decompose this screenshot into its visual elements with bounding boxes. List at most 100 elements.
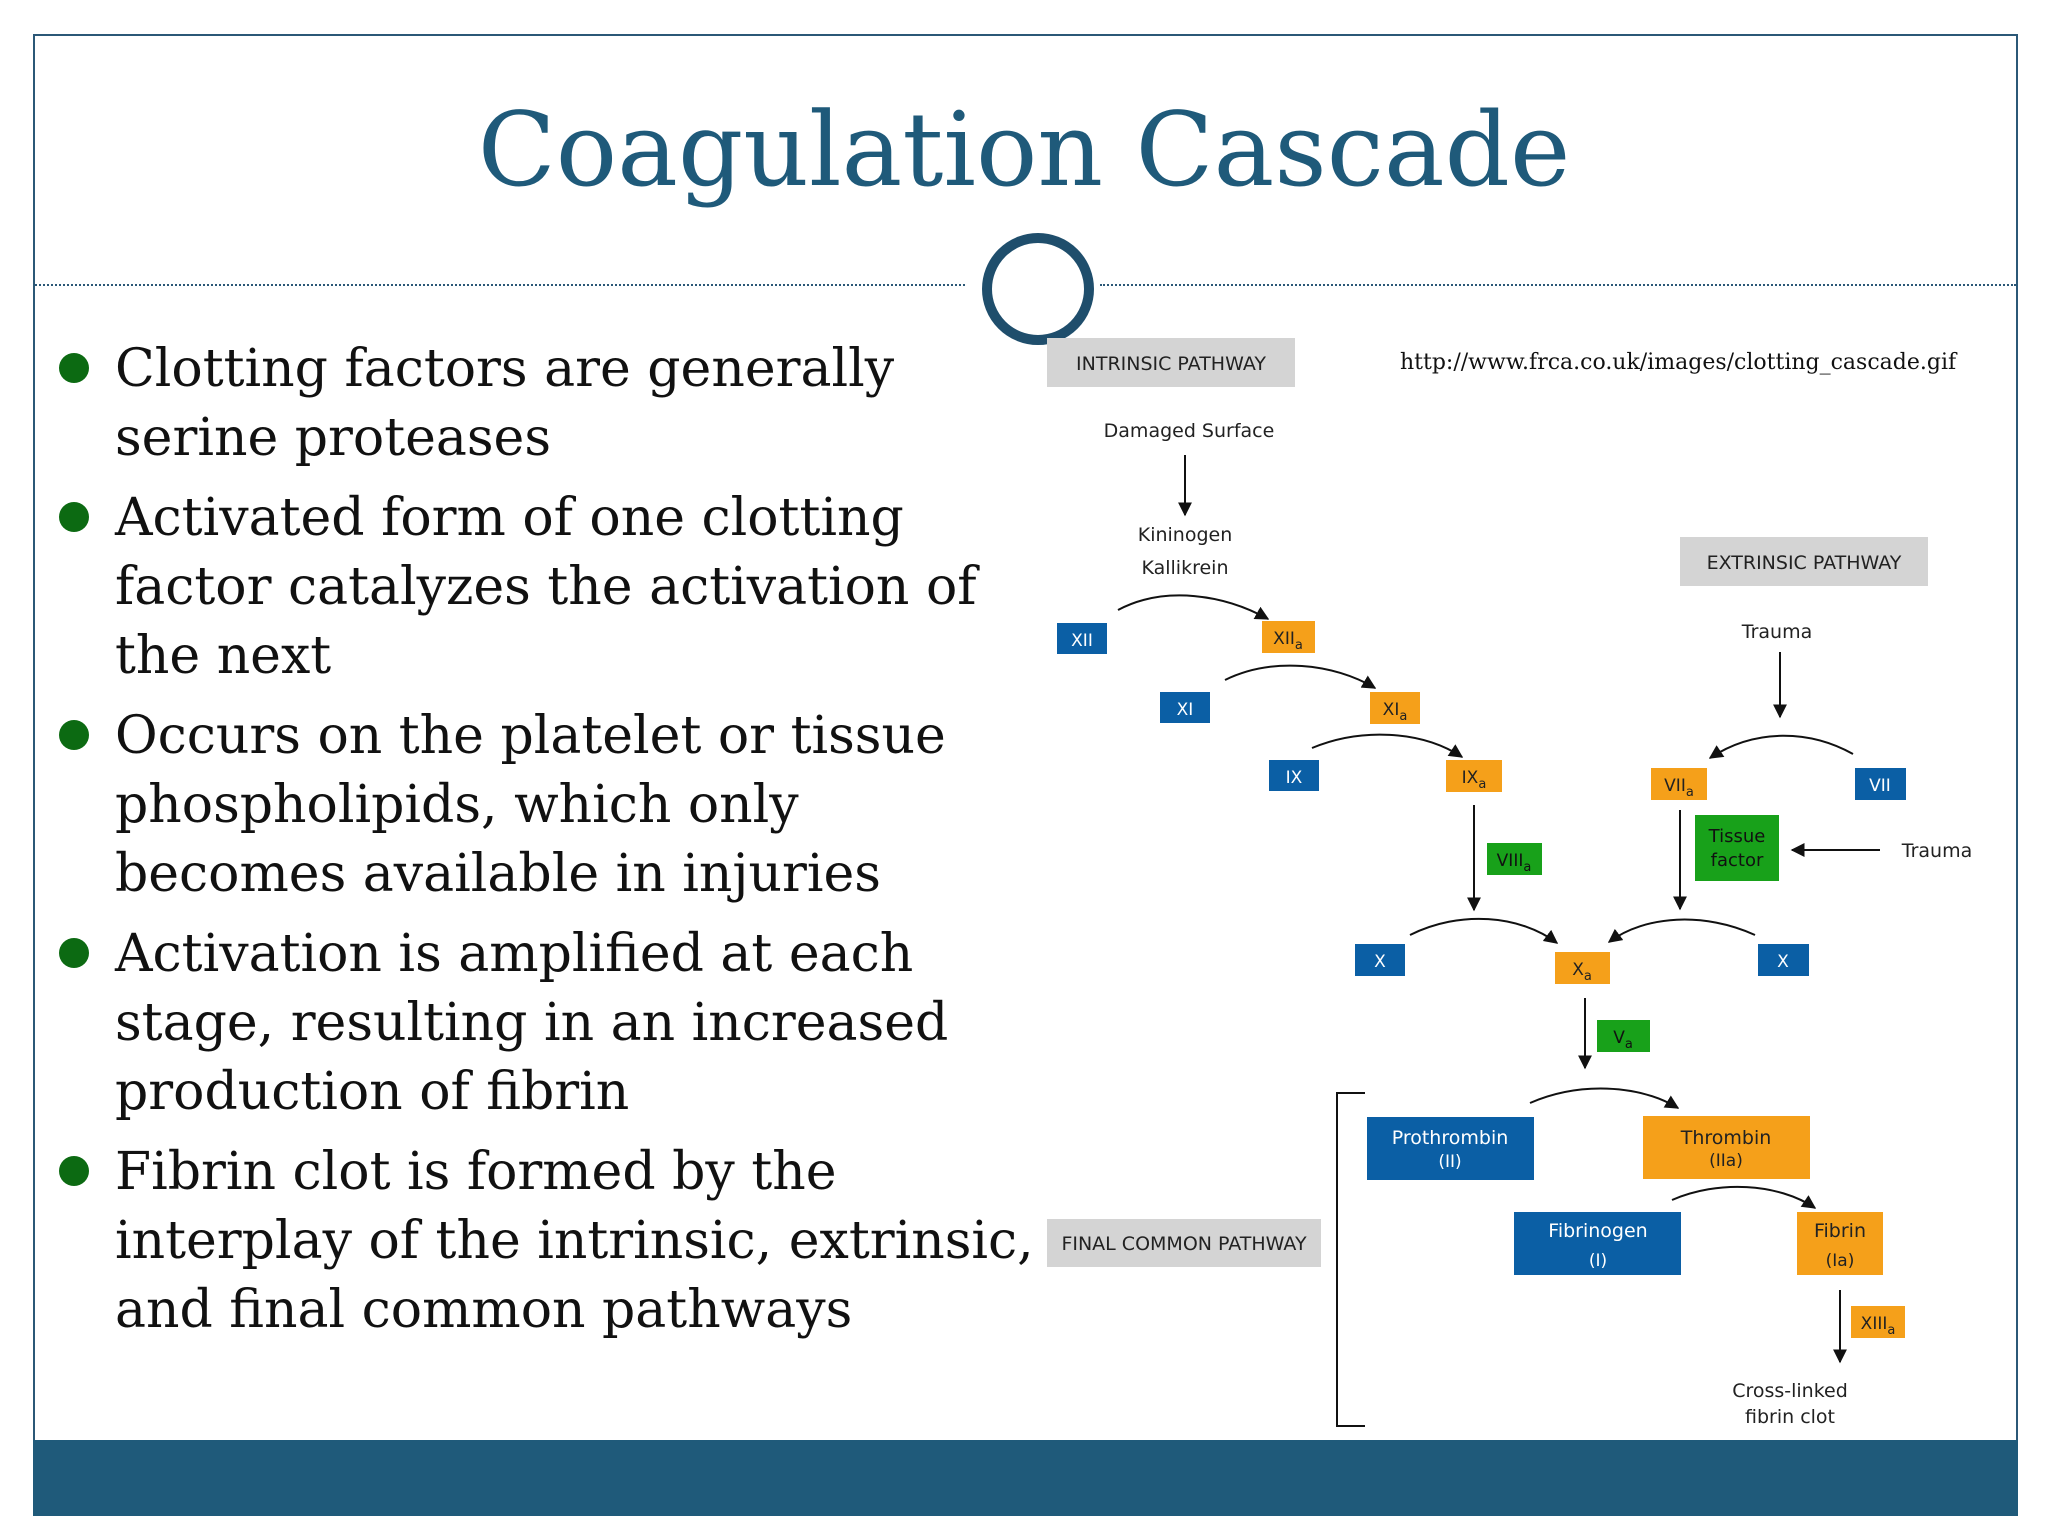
svg-text:VIIa: VIIa <box>1664 776 1694 800</box>
fibrin-text: Fibrin <box>1814 1220 1866 1242</box>
bullet-item: Activation is amplified at each stage, r… <box>55 920 1035 1127</box>
bullet-text: Activation is amplified at each stage, r… <box>115 924 949 1122</box>
factor-x-left: X <box>1355 944 1405 976</box>
bullet-dot-icon <box>59 502 89 532</box>
title-divider-right <box>1100 284 2016 286</box>
tissue-factor-text-2: factor <box>1711 850 1764 871</box>
x-right-activation-arrow <box>1607 918 1756 943</box>
fibrinogen-text: Fibrinogen <box>1548 1220 1647 1242</box>
factor-ix-text: IX <box>1286 768 1303 788</box>
intrinsic-pathway-label: INTRINSIC PATHWAY <box>1047 338 1295 387</box>
prothrombin-box: Prothrombin (II) <box>1367 1117 1534 1180</box>
cofactor-viiia-subscript: a <box>1523 860 1531 875</box>
svg-text:IXa: IXa <box>1462 768 1487 792</box>
factor-viia: VIIa <box>1651 768 1707 800</box>
thrombin-box: Thrombin (IIa) <box>1643 1116 1810 1179</box>
extrinsic-pathway-label: EXTRINSIC PATHWAY <box>1680 537 1928 586</box>
factor-xii-text: XII <box>1071 631 1093 651</box>
factor-ix: IX <box>1269 760 1319 791</box>
factor-xiiia: XIIIa <box>1851 1306 1905 1338</box>
cofactor-viiia-text: VIII <box>1497 851 1524 871</box>
xii-activation-arrow <box>1117 594 1270 620</box>
factor-ixa-text: IX <box>1462 768 1479 788</box>
factor-x-right: X <box>1758 944 1809 976</box>
factor-xiiia-subscript: a <box>1887 1323 1895 1338</box>
prothrombin-activation-arrow <box>1529 1087 1680 1109</box>
cofactor-va-subscript: a <box>1625 1037 1633 1052</box>
cofactor-viiia: VIIIa <box>1487 843 1542 875</box>
fibrinogen-activation-arrow <box>1671 1185 1817 1209</box>
crosslinked-text-1: Cross-linked <box>1732 1380 1848 1402</box>
factor-x-left-text: X <box>1374 952 1386 972</box>
factor-x-right-text: X <box>1777 952 1789 972</box>
thrombin-numeral: (IIa) <box>1709 1151 1743 1171</box>
trauma-top-text: Trauma <box>1741 621 1812 643</box>
factor-xiia-subscript: a <box>1295 638 1303 653</box>
factor-xi-text: XI <box>1177 700 1194 720</box>
final-common-pathway-label: FINAL COMMON PATHWAY <box>1047 1219 1321 1267</box>
bullet-dot-icon <box>59 720 89 750</box>
fibrinogen-box: Fibrinogen (I) <box>1514 1212 1681 1275</box>
svg-text:VIIIa: VIIIa <box>1497 851 1532 875</box>
bullet-item: Occurs on the platelet or tissue phospho… <box>55 702 1035 909</box>
factor-xiiia-text: XIII <box>1861 1314 1888 1334</box>
svg-text:Xa: Xa <box>1572 960 1592 984</box>
factor-xiia-text: XII <box>1273 629 1295 649</box>
factor-xia: XIa <box>1370 692 1420 724</box>
tissue-factor-text-1: Tissue <box>1708 826 1766 847</box>
title-divider-left <box>35 284 965 286</box>
crosslinked-text-2: fibrin clot <box>1745 1406 1835 1428</box>
factor-vii: VII <box>1855 768 1906 800</box>
factor-xia-text: XI <box>1383 700 1400 720</box>
fibrin-numeral: (Ia) <box>1826 1251 1855 1271</box>
factor-viia-text: VII <box>1664 776 1686 796</box>
bullet-text: Occurs on the platelet or tissue phospho… <box>115 706 946 904</box>
source-url: http://www.frca.co.uk/images/clotting_ca… <box>1400 350 1957 375</box>
bullet-item: Clotting factors are generally serine pr… <box>55 335 1035 473</box>
vii-activation-arrow <box>1708 734 1854 759</box>
svg-text:XIa: XIa <box>1383 700 1408 724</box>
x-left-activation-arrow <box>1409 917 1559 944</box>
factor-ixa: IXa <box>1446 760 1502 792</box>
bullet-list: Clotting factors are generally serine pr… <box>55 335 1035 1356</box>
svg-text:Va: Va <box>1613 1028 1633 1052</box>
factor-xa-subscript: a <box>1584 969 1592 984</box>
factor-xii: XII <box>1057 623 1107 654</box>
bullet-item: Activated form of one clotting factor ca… <box>55 484 1035 691</box>
slide-title: Coagulation Cascade <box>477 91 1571 210</box>
xi-activation-arrow <box>1224 664 1377 689</box>
factor-vii-text: VII <box>1869 776 1891 796</box>
ix-activation-arrow <box>1311 733 1464 758</box>
factor-xiia: XIIa <box>1262 621 1315 653</box>
factor-ixa-subscript: a <box>1478 777 1486 792</box>
final-common-pathway-text: FINAL COMMON PATHWAY <box>1061 1233 1307 1255</box>
bullet-dot-icon <box>59 938 89 968</box>
bullet-text: Fibrin clot is formed by the interplay o… <box>115 1142 1034 1340</box>
cofactor-va-text: V <box>1613 1028 1625 1048</box>
bullet-text: Activated form of one clotting factor ca… <box>115 488 977 686</box>
svg-text:XIIIa: XIIIa <box>1861 1314 1896 1338</box>
extrinsic-pathway-text: EXTRINSIC PATHWAY <box>1707 552 1902 574</box>
intrinsic-pathway-text: INTRINSIC PATHWAY <box>1076 353 1266 375</box>
bullet-dot-icon <box>59 353 89 383</box>
final-common-bracket <box>1336 1092 1365 1427</box>
fibrinogen-numeral: (I) <box>1589 1251 1607 1271</box>
tissue-factor: Tissue factor <box>1695 815 1779 881</box>
kininogen-text: Kininogen <box>1138 524 1233 546</box>
bullet-text: Clotting factors are generally serine pr… <box>115 339 895 468</box>
thrombin-text: Thrombin <box>1680 1127 1772 1149</box>
prothrombin-text: Prothrombin <box>1392 1127 1509 1149</box>
bullet-dot-icon <box>59 1156 89 1186</box>
factor-xi: XI <box>1160 692 1210 723</box>
factor-xa: Xa <box>1555 952 1610 984</box>
damaged-surface-text: Damaged Surface <box>1104 420 1275 442</box>
decorative-ring-icon <box>982 233 1094 345</box>
kallikrein-text: Kallikrein <box>1141 557 1228 579</box>
trauma-right-text: Trauma <box>1901 840 1972 862</box>
bullet-item: Fibrin clot is formed by the interplay o… <box>55 1138 1035 1345</box>
prothrombin-numeral: (II) <box>1438 1152 1461 1172</box>
factor-xa-text: X <box>1572 960 1584 980</box>
svg-text:XIIa: XIIa <box>1273 629 1303 653</box>
footer-bar <box>33 1440 2018 1516</box>
